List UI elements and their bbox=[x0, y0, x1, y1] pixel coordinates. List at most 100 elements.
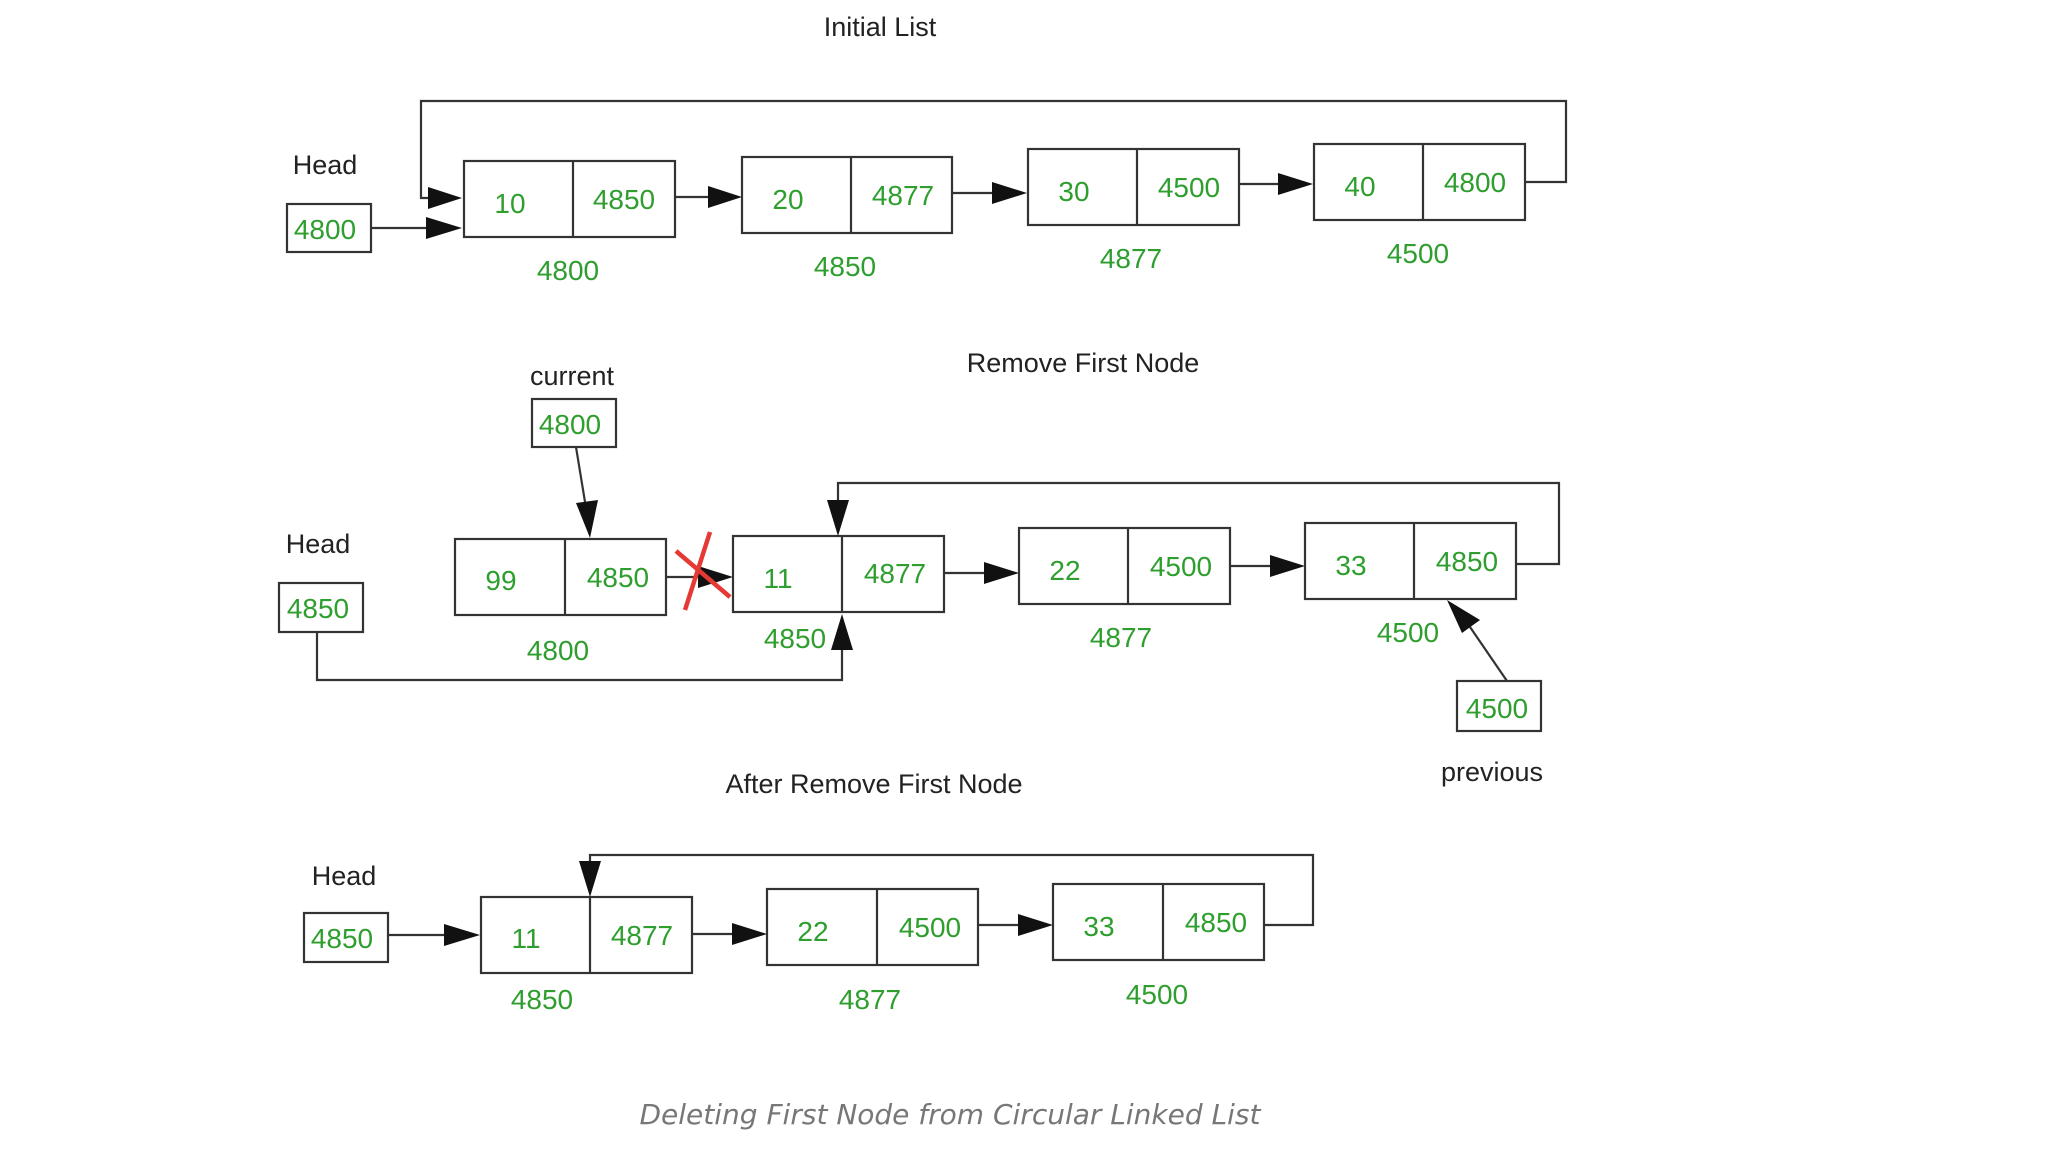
previous-arrow-line bbox=[1469, 626, 1508, 682]
remove-wraparound-line bbox=[836, 481, 1561, 566]
remove-node-1: 99 4850 4800 bbox=[453, 537, 668, 666]
initial-list-title: Initial List bbox=[824, 12, 937, 42]
remove-head-label: Head bbox=[286, 529, 351, 559]
initial-node-1-next: 4850 bbox=[593, 184, 655, 215]
remove-head-link-line bbox=[315, 632, 844, 682]
remove-node-2-box bbox=[731, 534, 946, 614]
remove-node-2-data: 11 bbox=[763, 563, 792, 594]
initial-node-2: 20 4877 4850 bbox=[740, 155, 954, 282]
remove-node-4-address: 4500 bbox=[1377, 617, 1439, 648]
initial-wraparound-head bbox=[428, 187, 462, 209]
after-node-2-box bbox=[765, 887, 980, 967]
remove-node-2-address: 4850 bbox=[764, 623, 826, 654]
after-node-1: 11 4877 4850 bbox=[479, 895, 694, 1015]
remove-wraparound-head bbox=[827, 500, 849, 536]
after-arrow-1-2-head bbox=[732, 923, 767, 945]
after-node-3-next: 4850 bbox=[1185, 907, 1247, 938]
remove-arrow-2-3-head bbox=[984, 562, 1019, 584]
after-node-2-address: 4877 bbox=[839, 984, 901, 1015]
remove-first-node-section: Remove First Node current 4800 Head 4850… bbox=[277, 348, 1561, 787]
remove-node-1-data: 99 bbox=[485, 565, 516, 596]
initial-list-section: Initial List Head 4800 10 4850 4800 20 4… bbox=[285, 12, 1568, 286]
initial-node-3-address: 4877 bbox=[1100, 243, 1162, 274]
figure-caption: Deleting First Node from Circular Linked… bbox=[639, 1098, 1261, 1131]
removed-link-cross-icon bbox=[674, 531, 732, 611]
removed-link-head bbox=[698, 566, 733, 588]
remove-head-value: 4850 bbox=[287, 593, 349, 624]
after-node-3-data: 33 bbox=[1083, 911, 1114, 942]
initial-node-2-box bbox=[740, 155, 954, 235]
current-box bbox=[530, 397, 618, 449]
cross-stroke-2 bbox=[682, 531, 713, 611]
initial-node-1-address: 4800 bbox=[537, 255, 599, 286]
initial-head-box bbox=[285, 202, 373, 254]
after-node-3-address: 4500 bbox=[1126, 979, 1188, 1010]
after-wraparound-line bbox=[588, 853, 1315, 927]
initial-head-label: Head bbox=[293, 150, 358, 180]
initial-arrows bbox=[371, 99, 1568, 239]
current-arrowhead bbox=[576, 500, 598, 538]
after-wraparound-head bbox=[579, 861, 601, 897]
initial-head-value: 4800 bbox=[294, 214, 356, 245]
remove-node-3-box bbox=[1017, 526, 1232, 606]
remove-node-4-data: 33 bbox=[1335, 550, 1366, 581]
cross-stroke-1 bbox=[674, 549, 732, 599]
initial-node-1-box bbox=[462, 159, 677, 239]
after-node-1-data: 11 bbox=[511, 923, 540, 954]
remove-node-1-address: 4800 bbox=[527, 635, 589, 666]
initial-node-3-data: 30 bbox=[1058, 176, 1089, 207]
remove-node-3-address: 4877 bbox=[1090, 622, 1152, 653]
initial-arrow-1-2-head bbox=[708, 186, 742, 208]
remove-arrows bbox=[315, 446, 1561, 682]
remove-node-3-next: 4500 bbox=[1150, 551, 1212, 582]
after-node-3: 33 4850 4500 bbox=[1051, 882, 1266, 1010]
initial-node-4-next: 4800 bbox=[1444, 167, 1506, 198]
after-remove-title: After Remove First Node bbox=[725, 769, 1022, 799]
initial-node-4-address: 4500 bbox=[1387, 238, 1449, 269]
initial-node-4: 40 4800 4500 bbox=[1312, 142, 1527, 269]
current-value: 4800 bbox=[539, 409, 601, 440]
initial-node-4-box bbox=[1312, 142, 1527, 222]
remove-first-node-title: Remove First Node bbox=[967, 348, 1200, 378]
remove-head-box bbox=[277, 581, 365, 634]
after-node-2-next: 4500 bbox=[899, 912, 961, 943]
previous-value: 4500 bbox=[1466, 693, 1528, 724]
initial-node-2-next: 4877 bbox=[872, 180, 934, 211]
remove-node-3-data: 22 bbox=[1049, 555, 1080, 586]
remove-node-2: 11 4877 4850 bbox=[731, 534, 946, 654]
after-arrows bbox=[388, 853, 1315, 946]
after-head-label: Head bbox=[312, 861, 377, 891]
remove-arrow-3-4-head bbox=[1270, 555, 1305, 577]
after-node-2-data: 22 bbox=[797, 916, 828, 947]
previous-label: previous bbox=[1441, 757, 1543, 787]
remove-node-1-box bbox=[453, 537, 668, 617]
after-head-arrowhead bbox=[444, 924, 480, 946]
initial-arrow-2-3-head bbox=[992, 182, 1027, 204]
remove-node-4-box bbox=[1303, 521, 1518, 601]
remove-node-1-next: 4850 bbox=[587, 562, 649, 593]
after-node-3-box bbox=[1051, 882, 1266, 962]
remove-node-2-next: 4877 bbox=[864, 558, 926, 589]
remove-node-4-next: 4850 bbox=[1436, 546, 1498, 577]
current-arrow-line bbox=[574, 446, 588, 509]
initial-node-2-address: 4850 bbox=[814, 251, 876, 282]
remove-node-3: 22 4500 4877 bbox=[1017, 526, 1232, 653]
initial-node-3: 30 4500 4877 bbox=[1026, 147, 1241, 274]
initial-node-4-data: 40 bbox=[1344, 171, 1375, 202]
remove-node-4: 33 4850 4500 bbox=[1303, 521, 1518, 648]
initial-node-2-data: 20 bbox=[772, 184, 803, 215]
after-node-1-next: 4877 bbox=[611, 920, 673, 951]
after-head-value: 4850 bbox=[311, 923, 373, 954]
after-node-1-address: 4850 bbox=[511, 984, 573, 1015]
after-remove-section: After Remove First Node Head 4850 11 487… bbox=[302, 769, 1315, 1015]
previous-box bbox=[1455, 679, 1543, 733]
initial-node-1: 10 4850 4800 bbox=[462, 159, 677, 286]
after-node-2: 22 4500 4877 bbox=[765, 887, 980, 1015]
after-head-box bbox=[302, 911, 390, 964]
initial-head-arrowhead bbox=[426, 217, 462, 239]
previous-arrowhead bbox=[1447, 600, 1480, 633]
after-arrow-2-3-head bbox=[1018, 914, 1053, 936]
initial-arrow-3-4-head bbox=[1278, 173, 1313, 195]
initial-node-3-next: 4500 bbox=[1158, 172, 1220, 203]
